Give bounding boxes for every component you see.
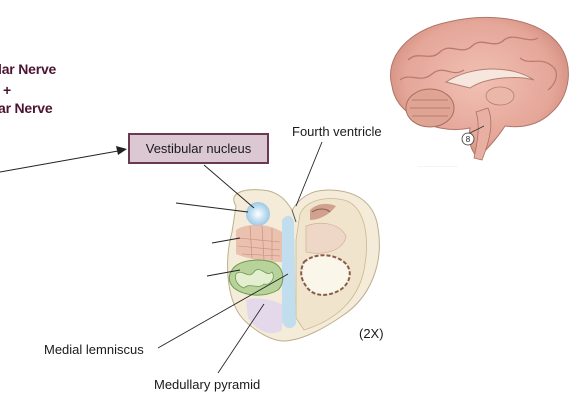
brain-sagittal-illustration: 8 (390, 17, 569, 161)
fourth-ventricle-label: Fourth ventricle (292, 124, 382, 139)
vestibular-nucleus-label: Vestibular nucleus (145, 141, 252, 156)
nerve-title-line-2: ar Nerve (0, 100, 53, 116)
nerve-title-plus: + (3, 82, 11, 98)
nerve-title-line-1: lar Nerve (0, 61, 57, 77)
copyright-note: ........................................… (418, 164, 459, 168)
medullary-pyramid-label: Medullary pyramid (154, 377, 261, 392)
brain-marker-number: 8 (466, 135, 471, 144)
leader-lines (0, 141, 323, 374)
vestibular-nucleus-box: Vestibular nucleus (128, 133, 269, 164)
medial-lemniscus-label: Medial lemniscus (44, 342, 144, 357)
magnification-label: (2X) (359, 326, 384, 341)
medulla-cross-section (227, 189, 380, 342)
